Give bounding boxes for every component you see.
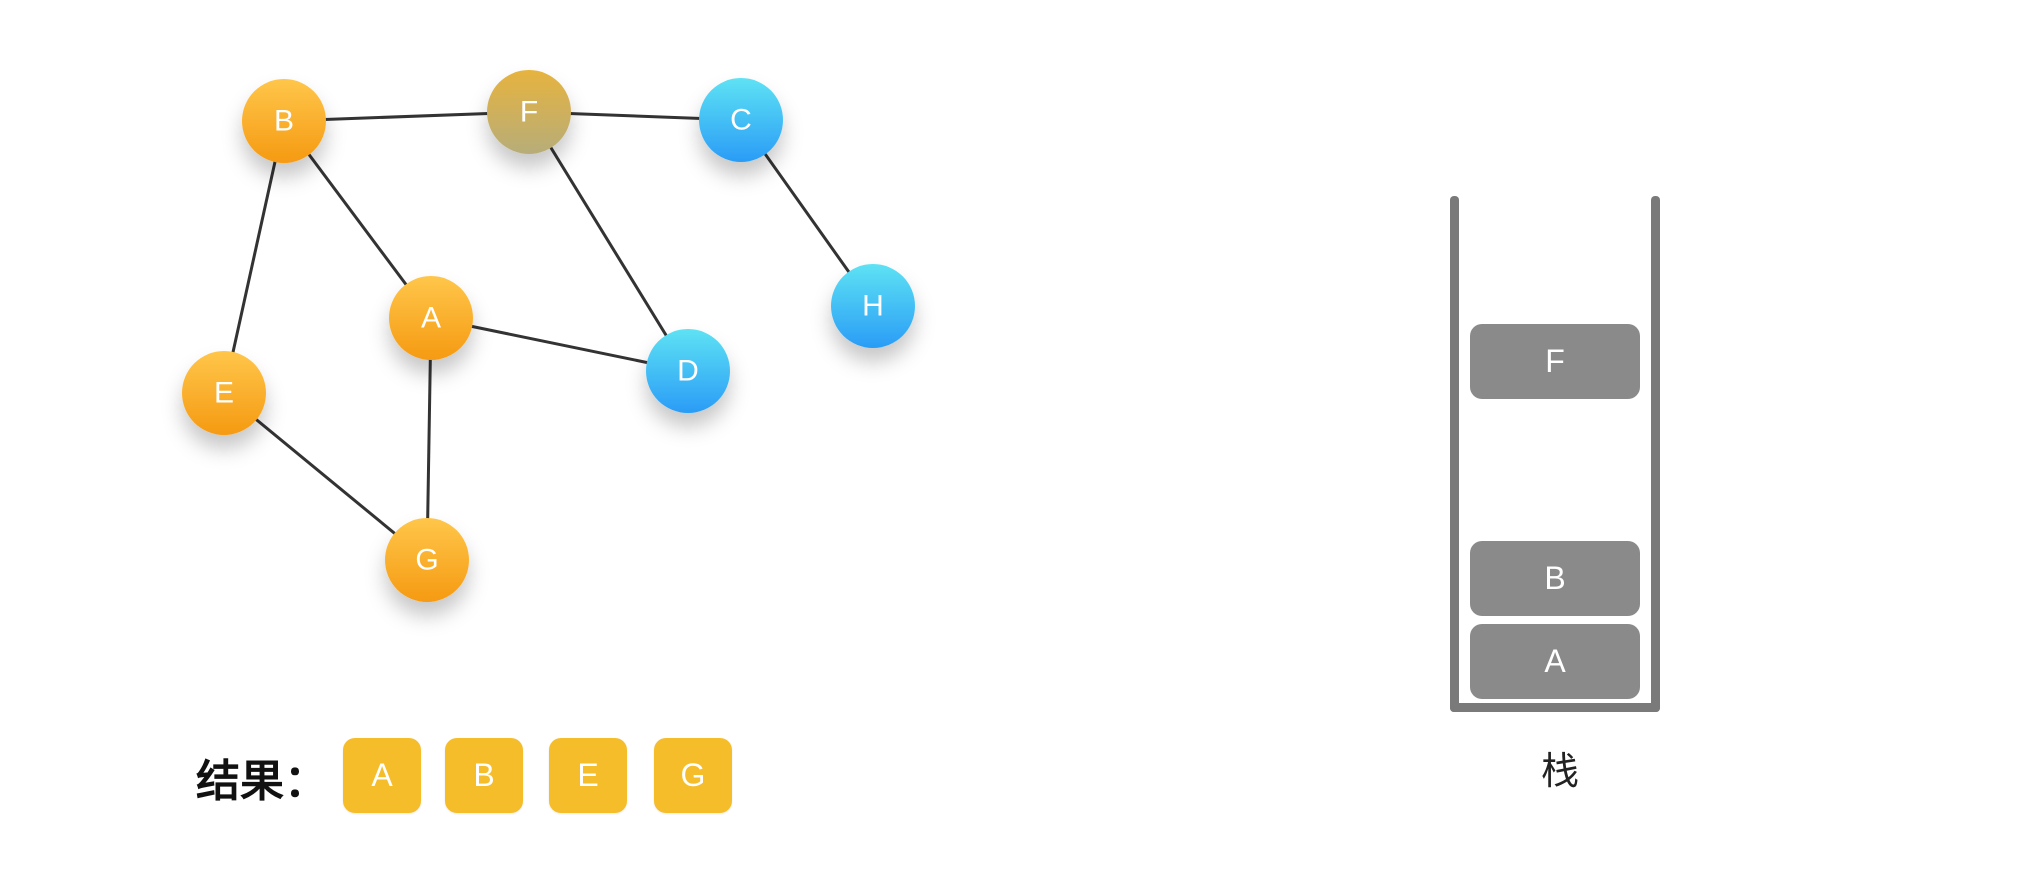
edge-b-e (222, 120, 286, 394)
edge-a-d (430, 316, 689, 373)
result-item-b: B (445, 738, 523, 813)
node-circle (242, 79, 326, 163)
node-c: C (699, 78, 783, 162)
node-circle (385, 518, 469, 602)
stack-bottom-wall (1450, 703, 1660, 712)
node-label: D (677, 355, 699, 388)
stack-left-wall (1450, 196, 1459, 712)
result-item-g: G (654, 738, 732, 813)
result-item-e: E (549, 738, 627, 813)
node-circle (699, 78, 783, 162)
edge-f-d (527, 111, 690, 372)
node-a: A (389, 276, 473, 360)
node-circle (389, 276, 473, 360)
stack-item-a: A (1470, 624, 1640, 699)
node-label: B (274, 105, 294, 138)
graph-nodes: B F C A H E D G (182, 70, 915, 602)
node-d: D (646, 329, 730, 413)
stack-item-b: B (1470, 541, 1640, 616)
result-item-a: A (343, 738, 421, 813)
stack-right-wall (1651, 196, 1660, 712)
node-label: F (520, 96, 538, 129)
node-label: E (214, 377, 234, 410)
result-label: 结果： (196, 756, 328, 807)
node-circle (831, 264, 915, 348)
node-g: G (385, 518, 469, 602)
node-label: H (862, 290, 884, 323)
node-circle (487, 70, 571, 154)
graph-edges (222, 110, 875, 562)
stack-item-f: F (1470, 324, 1640, 399)
node-f: F (487, 70, 571, 154)
node-circle (182, 351, 266, 435)
node-b: B (242, 79, 326, 163)
node-label: G (415, 544, 438, 577)
node-label: A (421, 302, 441, 335)
edge-e-g (223, 391, 428, 562)
node-label: C (730, 104, 752, 137)
node-e: E (182, 351, 266, 435)
stack-caption: 栈 (1540, 749, 1579, 793)
node-h: H (831, 264, 915, 348)
node-circle (646, 329, 730, 413)
